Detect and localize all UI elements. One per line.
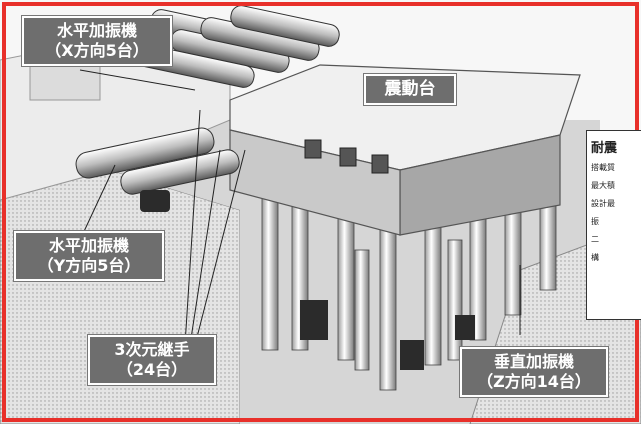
y-direction-shakers xyxy=(75,127,240,212)
callout-x-line1: 水平加振機 xyxy=(56,21,137,40)
specs-row: 振 xyxy=(591,217,599,226)
callout-y-line1: 水平加振機 xyxy=(48,236,129,255)
specs-row: 二 xyxy=(591,235,599,244)
callout-joints: 3次元継手 （24台） xyxy=(88,335,216,385)
specs-title: 耐震 xyxy=(591,141,618,156)
shaking-table-platform xyxy=(229,64,581,236)
callout-z-shakers: 垂直加振機 （Z方向14台） xyxy=(460,347,608,397)
specs-row: 最大積 xyxy=(591,181,615,190)
shaking-table-label: 震動台 xyxy=(364,74,456,106)
specs-row: 搭載質 xyxy=(591,163,615,172)
callout-z-line2: （Z方向14台） xyxy=(477,372,591,391)
callout-joints-line2: （24台） xyxy=(116,360,188,379)
callout-y-shakers: 水平加振機 （Y方向5台） xyxy=(14,231,164,281)
shaking-table-label-text: 震動台 xyxy=(384,79,436,99)
callout-y-line2: （Y方向5台） xyxy=(37,256,141,275)
callout-z-line1: 垂直加振機 xyxy=(493,352,574,371)
specs-panel: 耐震 搭載質 最大積 設計最 振 二 構 xyxy=(586,130,641,320)
callout-joints-line1: 3次元継手 xyxy=(114,340,190,359)
callout-x-shakers: 水平加振機 （X方向5台） xyxy=(22,16,172,66)
specs-row: 設計最 xyxy=(591,199,615,208)
leader-lines xyxy=(79,69,521,346)
callout-x-line2: （X方向5台） xyxy=(45,41,149,60)
specs-row: 構 xyxy=(591,253,599,262)
